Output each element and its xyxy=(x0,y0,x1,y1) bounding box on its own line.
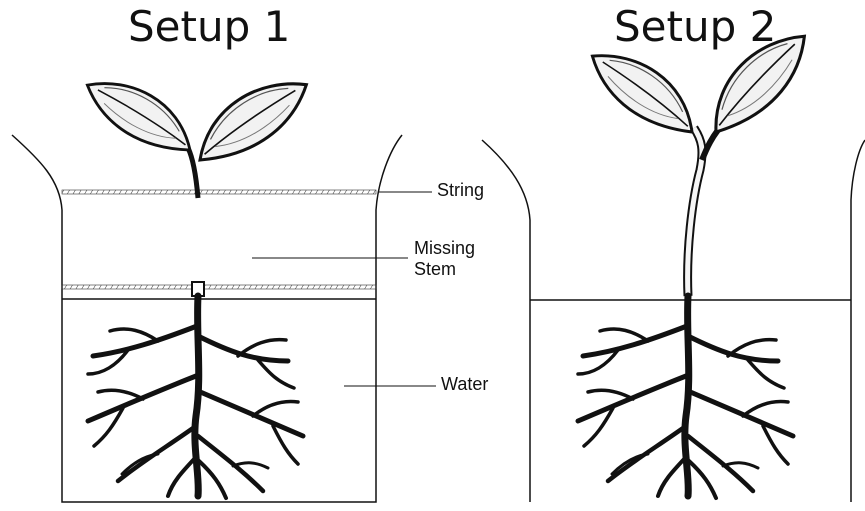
missing-stem-label-line1: Missing xyxy=(414,238,475,258)
setup-2-title: Setup 2 xyxy=(614,6,776,48)
setup-2-jar xyxy=(482,140,865,502)
roots-icon xyxy=(578,296,793,498)
leaf-icon xyxy=(77,76,202,154)
setup-1-title: Setup 1 xyxy=(128,6,290,48)
setup-1-jar xyxy=(12,135,402,502)
setup-2-seedling xyxy=(578,28,826,498)
string-label: String xyxy=(437,180,484,200)
missing-stem-label-line2: Stem xyxy=(414,259,456,279)
leaf-icon xyxy=(185,75,320,164)
string-lower xyxy=(62,285,376,289)
string-upper xyxy=(62,190,376,194)
setup-1-seedling-top xyxy=(77,75,320,198)
water-label: Water xyxy=(441,374,488,394)
leaf-icon xyxy=(578,47,708,136)
roots-icon xyxy=(88,282,303,498)
